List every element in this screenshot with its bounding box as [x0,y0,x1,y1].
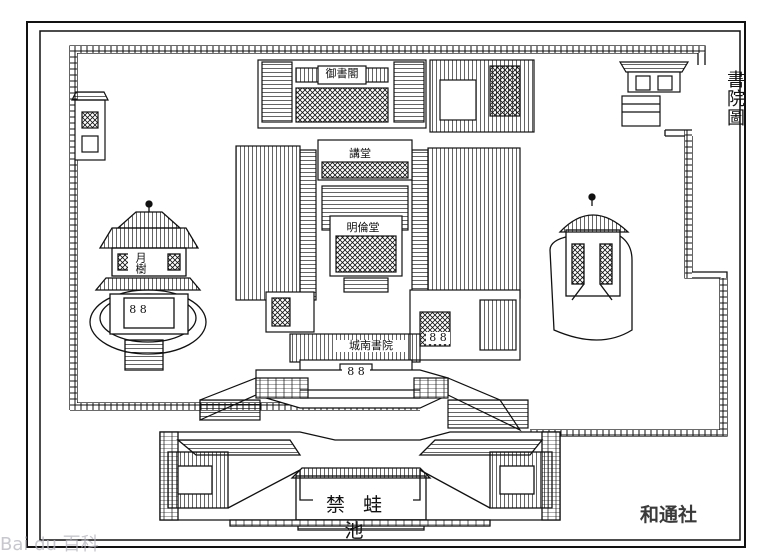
moon-pavilion [89,200,207,371]
plaque-ming-lun: 明倫堂 [336,222,390,234]
plaque-moon-pavilion: 月樹 [128,252,147,274]
side-doors-right: 8 8 [426,332,450,344]
plaque-lecture-hall: 講堂 [340,148,380,160]
map-title: 書院圖 [724,70,745,127]
front-gate-complex [159,431,561,531]
front-terrace [199,369,529,432]
plaque-gate-hall: 城南書院 [336,340,406,352]
round-pavilion [549,193,633,341]
outer-frame [26,21,746,548]
left-gatehouse [71,91,109,170]
side-doors-left: 8 8 [126,304,150,316]
plaque-hall-top: 御書閣 [322,68,362,80]
corner-shrine [618,61,690,127]
central-compound [235,59,535,385]
gate-doors: 8 8 [342,366,370,378]
baidu-watermark: Bai du 百科 [0,534,99,555]
publisher-watermark: 和通社 [640,504,698,526]
gate-plaque: 禁蛙池 [313,492,413,542]
